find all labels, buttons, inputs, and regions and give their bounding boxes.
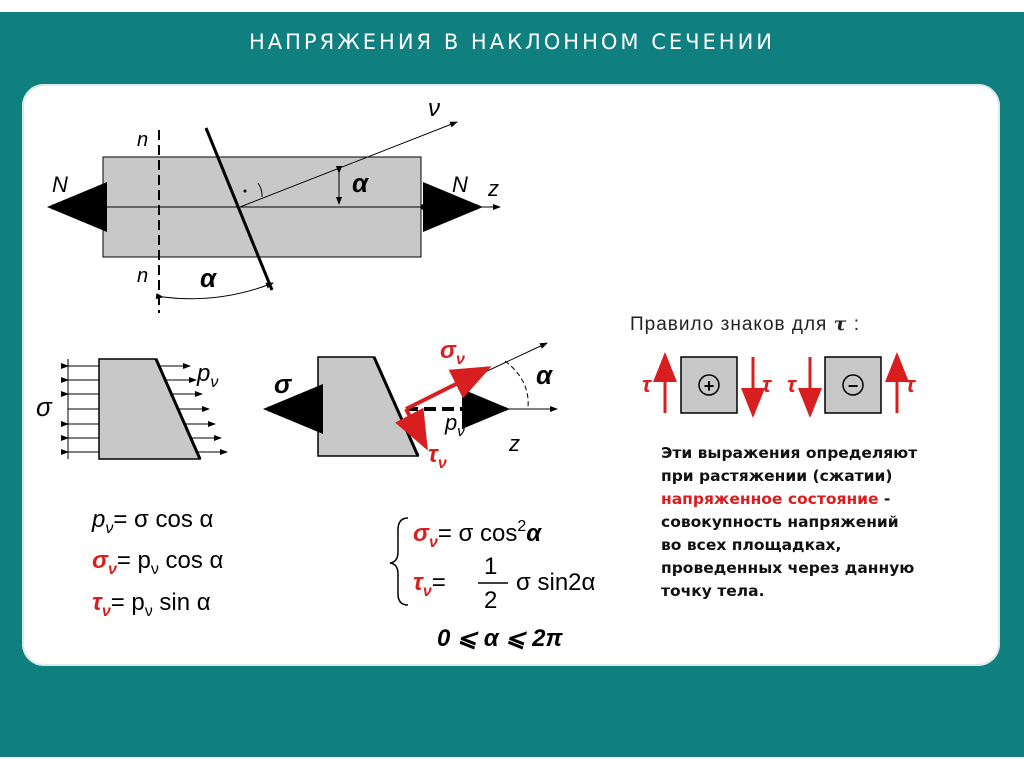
formula-sigma-cos2: σν= σ cos2α bbox=[413, 518, 542, 551]
label-nu-top: ν bbox=[428, 95, 440, 122]
sigma-nu-arrow bbox=[405, 366, 492, 411]
desc-line-2: при растяжении (сжатии) bbox=[661, 467, 893, 485]
slide-title: НАПРЯЖЕНИЯ В НАКЛОННОМ СЕЧЕНИИ bbox=[248, 30, 776, 54]
tau-label-4: τ bbox=[906, 372, 916, 397]
label-p-nu-left: pν bbox=[196, 360, 218, 391]
element-mid-body bbox=[317, 356, 420, 457]
label-n-top: n bbox=[137, 129, 148, 151]
sign-rule-diagram: + − τ τ τ τ bbox=[642, 352, 916, 418]
desc-highlight: напряженное состояние bbox=[661, 490, 879, 508]
label-N-right: N bbox=[452, 172, 468, 197]
rod-diagram: n n N N z ν α α bbox=[47, 95, 501, 313]
tau-label-1: τ bbox=[642, 372, 652, 397]
tau-nu-arrow bbox=[395, 407, 428, 451]
tau-label-2: τ bbox=[762, 372, 772, 397]
angle-arc-bottom bbox=[155, 282, 274, 300]
label-tau-nu: τν bbox=[428, 441, 447, 472]
formulas-left: pν= σ cos α σν= pν cos α τν= pν sin α bbox=[91, 506, 224, 620]
desc-line-3: напряженное состояние - bbox=[661, 488, 981, 511]
system-brace bbox=[389, 517, 409, 606]
tau-label-3: τ bbox=[787, 372, 797, 397]
label-alpha-bottom: α bbox=[200, 263, 218, 293]
formula-system: σν= σ cos2α τν= 1 2 σ sin2α 0 ⩽ α ⩽ 2π bbox=[389, 517, 596, 652]
fraction-numerator: 1 bbox=[484, 553, 497, 580]
element-stress-diagram: σ σν τν pν α z bbox=[263, 337, 558, 472]
normal-nu-arrow bbox=[239, 121, 458, 208]
right-load-arrows bbox=[159, 363, 228, 455]
left-load-arrows bbox=[61, 359, 99, 459]
label-z-mid: z bbox=[508, 431, 520, 456]
label-sigma-nu: σν bbox=[440, 337, 465, 368]
label-sigma-mid: σ bbox=[274, 369, 293, 399]
label-alpha-mid: α bbox=[536, 360, 554, 390]
formula-tau-nu: τν= pν sin α bbox=[92, 589, 211, 620]
desc-line-6: проведенных через данную bbox=[661, 559, 915, 577]
label-alpha-top: α bbox=[352, 168, 370, 198]
label-N-left: N bbox=[52, 172, 68, 197]
right-angle-dot bbox=[243, 189, 247, 193]
formula-sigma-nu: σν= pν cos α bbox=[92, 547, 224, 578]
plus-circle bbox=[698, 374, 720, 396]
description-text: Эти выражения определяют при растяжении … bbox=[661, 442, 981, 603]
desc-line-4: совокупность напряжений bbox=[661, 513, 899, 531]
formula-range: 0 ⩽ α ⩽ 2π bbox=[437, 625, 563, 652]
desc-line-3-tail: - bbox=[878, 490, 891, 508]
alpha-arc-mid bbox=[504, 360, 529, 408]
sign-box-minus bbox=[824, 356, 882, 414]
desc-line-5: во всех площадках, bbox=[661, 536, 842, 554]
sign-rule-title: Правило знаков для τ : bbox=[630, 313, 860, 336]
formula-sin2: σ sin2α bbox=[516, 569, 596, 596]
right-angle-mark bbox=[257, 182, 263, 198]
minus-sign: − bbox=[848, 376, 859, 396]
formula-tau-lhs: τν= bbox=[413, 569, 446, 600]
inclined-section bbox=[204, 127, 274, 291]
formula-p-nu: pν= σ cos α bbox=[91, 506, 214, 537]
element-p-diagram: σ pν bbox=[36, 358, 228, 460]
sign-rule-text: Правило знаков для bbox=[630, 314, 828, 335]
fraction-denominator: 2 bbox=[484, 587, 497, 614]
plus-sign: + bbox=[704, 376, 715, 396]
minus-circle bbox=[842, 374, 864, 396]
label-sigma-left: σ bbox=[36, 392, 53, 422]
sign-box-plus bbox=[680, 356, 738, 414]
sign-rule-colon: : bbox=[853, 314, 860, 335]
desc-line-1: Эти выражения определяют bbox=[661, 444, 918, 462]
label-n-bottom: n bbox=[137, 265, 148, 287]
sign-rule-tau: τ bbox=[833, 313, 848, 335]
label-p-nu-mid: pν bbox=[444, 410, 465, 440]
desc-line-7: точку тела. bbox=[661, 582, 765, 600]
label-z-top: z bbox=[487, 176, 499, 201]
